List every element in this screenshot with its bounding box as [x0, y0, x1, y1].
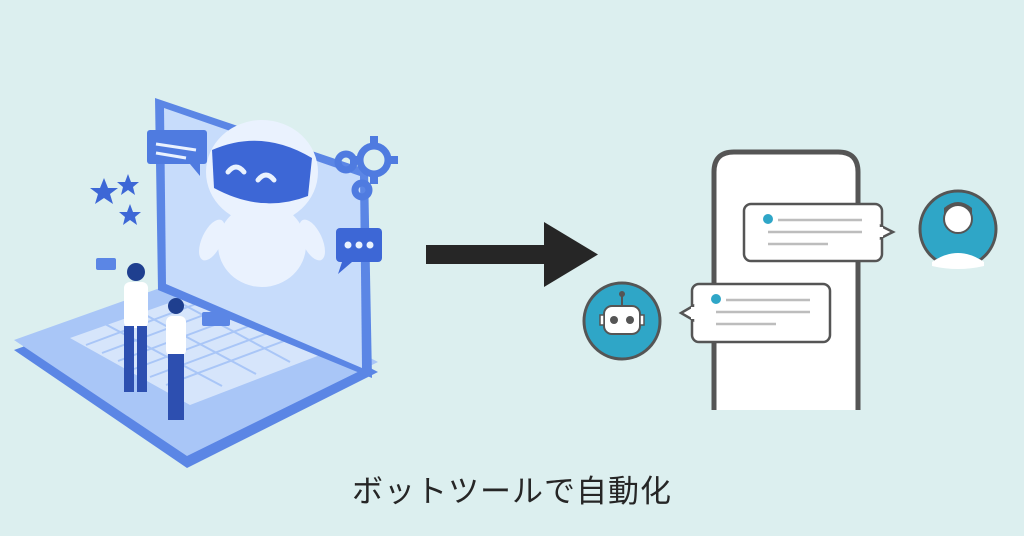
gear-teeth	[350, 136, 398, 184]
star-icon	[90, 174, 141, 225]
chat-bubble-icon	[147, 130, 207, 176]
arrow-right-icon	[426, 222, 598, 287]
person-figure-2	[166, 298, 186, 420]
typing-bubble-icon	[336, 228, 382, 274]
small-chat-bubble-icon	[96, 258, 230, 326]
user-avatar-icon	[918, 189, 998, 269]
caption-text: ボットツールで自動化	[352, 474, 672, 510]
laptop-illustration	[14, 98, 398, 468]
bot-avatar-icon	[582, 281, 662, 361]
person-figure	[124, 263, 148, 392]
smartphone-illustration	[582, 149, 998, 410]
chat-bubble-user	[742, 202, 896, 263]
robot-figure	[199, 120, 325, 287]
chat-bubble-bot	[678, 282, 832, 344]
phone-frame	[711, 149, 861, 410]
